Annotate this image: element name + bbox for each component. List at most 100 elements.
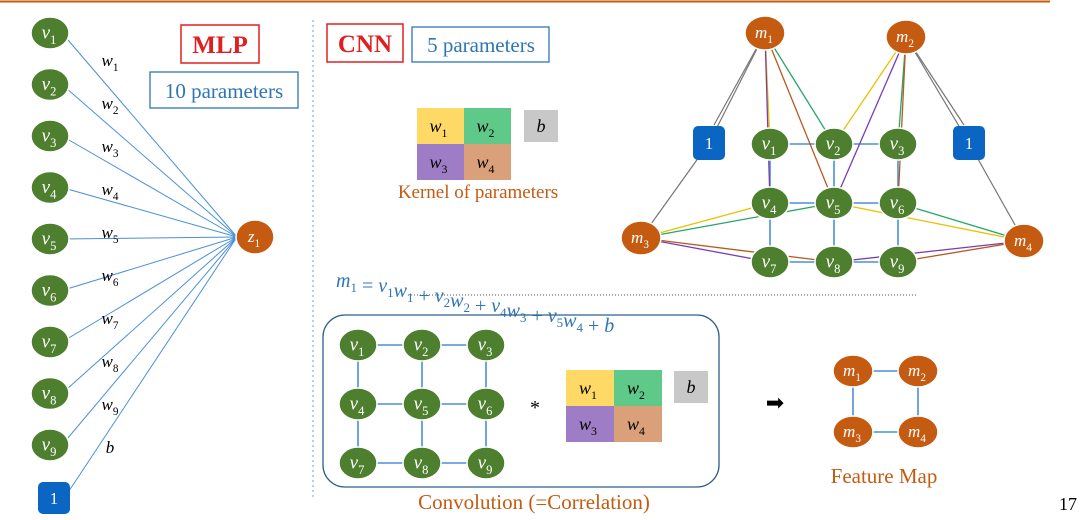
cnn-bias-node-shape xyxy=(953,126,985,160)
conv-input-node-v7: v7 xyxy=(338,446,378,480)
cnn-weight-edge xyxy=(897,36,907,204)
mlp-edge xyxy=(64,236,238,498)
kernel-cell-label: w2 xyxy=(477,116,495,140)
feature-map-node-m4: m4 xyxy=(897,415,939,449)
kernel-cell xyxy=(417,144,464,180)
cnn-graph-node-v1-shape xyxy=(750,127,790,161)
conv-input-node-v9: v9 xyxy=(466,446,506,480)
cnn-output-node-m1-label: m1 xyxy=(755,23,773,46)
cnn-output-node-m4-shape xyxy=(1003,223,1045,259)
mlp-weight-label: w8 xyxy=(102,352,119,375)
cnn-graph-node-v8-shape xyxy=(814,245,854,279)
mlp-output-node-shape xyxy=(235,219,275,255)
mlp-input-node-label: v6 xyxy=(42,280,57,304)
mlp-input-node-shape xyxy=(30,376,70,411)
mlp-input-node: v4 xyxy=(30,170,70,205)
mlp-weight-label: w9 xyxy=(102,395,119,418)
mlp-input-node-shape xyxy=(30,16,70,50)
cnn-output-node-m3-label: m3 xyxy=(631,228,649,251)
cnn-title-box xyxy=(326,23,404,63)
cnn-bias-node-shape xyxy=(693,126,725,160)
cnn-graph-node-v9-shape xyxy=(878,245,918,279)
conv-input-node-v6-label: v6 xyxy=(478,394,493,418)
cnn-graph-node-v5: v5 xyxy=(814,186,854,220)
mlp-input-node-label: v3 xyxy=(42,126,57,150)
mlp-weight-label: w3 xyxy=(102,137,119,160)
cnn-graph-node-v5-label: v5 xyxy=(826,193,841,217)
cnn-graph-node-v5-shape xyxy=(814,186,854,220)
mlp-input-node-label: v7 xyxy=(42,332,57,356)
cnn-output-node-m4: m4 xyxy=(1003,223,1045,259)
cnn-weight-edge xyxy=(833,202,1025,242)
feature-map-node-m2-shape xyxy=(897,354,939,388)
cnn-weight-edge xyxy=(640,237,835,263)
cnn-graph-node-v7-shape xyxy=(750,245,790,279)
cnn-weight-edge xyxy=(764,32,835,145)
feature-map-node-m1: m1 xyxy=(832,354,874,388)
conv-input-node-v4: v4 xyxy=(338,387,378,421)
cnn-bias-node-label: 1 xyxy=(965,134,974,153)
feature-map-node-m2-label: m2 xyxy=(908,361,926,384)
mlp-input-node: v3 xyxy=(30,119,70,153)
conv-input-node-v8: v8 xyxy=(402,446,442,480)
mlp-input-node-label: v5 xyxy=(42,229,57,253)
conv-formula: m1 = v1w1 + v2w2 + v4w3 + v5w4 + b xyxy=(336,270,614,337)
cnn-graph-node-v1: v1 xyxy=(750,127,790,161)
cnn-bias-edge xyxy=(905,36,970,144)
cnn-graph-node-v3-label: v3 xyxy=(890,134,905,158)
cnn-graph-node-v4-shape xyxy=(750,186,790,220)
feature-map-node-m1-label: m1 xyxy=(843,361,861,384)
cnn-weight-edge xyxy=(640,202,835,239)
mlp-input-node: v1 xyxy=(30,16,70,50)
feature-map-node-m4-shape xyxy=(897,415,939,449)
kernel-bias-cell xyxy=(524,110,558,142)
kernel-caption: Kernel of parameters xyxy=(398,182,558,203)
cnn-graph-node-v9-label: v9 xyxy=(890,252,905,276)
cnn-graph-node-v2: v2 xyxy=(814,127,854,161)
kernel-bias-label: b xyxy=(687,377,696,397)
kernel-cell-label: w1 xyxy=(579,378,597,402)
mlp-params: 10 parameters xyxy=(165,79,283,103)
cnn-weight-edge xyxy=(833,36,907,145)
feature-map-node-m2: m2 xyxy=(897,354,939,388)
conv-input-node-v9-shape xyxy=(466,446,506,480)
cnn-bias-node-label: 1 xyxy=(705,134,714,153)
mlp-edge xyxy=(61,236,238,446)
cnn-graph-node-v4: v4 xyxy=(750,186,790,220)
mlp-edge xyxy=(61,187,238,238)
cnn-graph-node-v2-label: v2 xyxy=(826,134,841,158)
mlp-title: MLP xyxy=(192,32,248,59)
conv-input-node-v3: v3 xyxy=(466,328,506,362)
cnn-output-node-m2: m2 xyxy=(885,19,927,55)
cnn-graph-node-v9: v9 xyxy=(878,245,918,279)
mlp-edge xyxy=(61,236,238,343)
kernel-cell-label: w4 xyxy=(477,152,495,176)
kernel-cell-label: w3 xyxy=(430,152,448,176)
cnn-output-node-m4-label: m4 xyxy=(1014,231,1032,254)
conv-input-node-v5: v5 xyxy=(402,387,442,421)
mlp-input-node-label: v9 xyxy=(42,435,57,459)
conv-input-node-v9-label: v9 xyxy=(478,453,493,477)
conv-input-node-v6: v6 xyxy=(466,387,506,421)
mlp-input-node-shape xyxy=(30,170,70,205)
conv-input-node-v3-label: v3 xyxy=(478,335,493,359)
kernel-cell-label: w1 xyxy=(430,116,448,140)
cnn-graph-node-v7-label: v7 xyxy=(762,252,777,276)
mlp-input-node: v5 xyxy=(30,222,70,256)
cnn-bias-node: 1 xyxy=(693,126,725,160)
page-number: 17 xyxy=(1059,494,1077,514)
mlp-output-node-label: z1 xyxy=(247,227,260,250)
feature-map-node-m3: m3 xyxy=(832,415,874,449)
cnn-bias-edge xyxy=(708,32,766,144)
mlp-bias-node-shape xyxy=(38,482,70,514)
cnn-weight-edge xyxy=(764,32,771,204)
kernel-bias-cell xyxy=(674,371,708,403)
conv-input-node-v7-label: v7 xyxy=(350,453,365,477)
mlp-input-node: v9 xyxy=(30,428,70,462)
cnn-output-node-m3: m3 xyxy=(620,220,662,256)
mlp-input-node-label: v2 xyxy=(42,74,57,98)
conv-input-node-v6-shape xyxy=(466,387,506,421)
kernel-bias-label: b xyxy=(537,116,546,136)
kernel-top: w1 w2 w3 w4 b xyxy=(417,108,558,180)
kernel-cell-label: w2 xyxy=(627,378,645,402)
